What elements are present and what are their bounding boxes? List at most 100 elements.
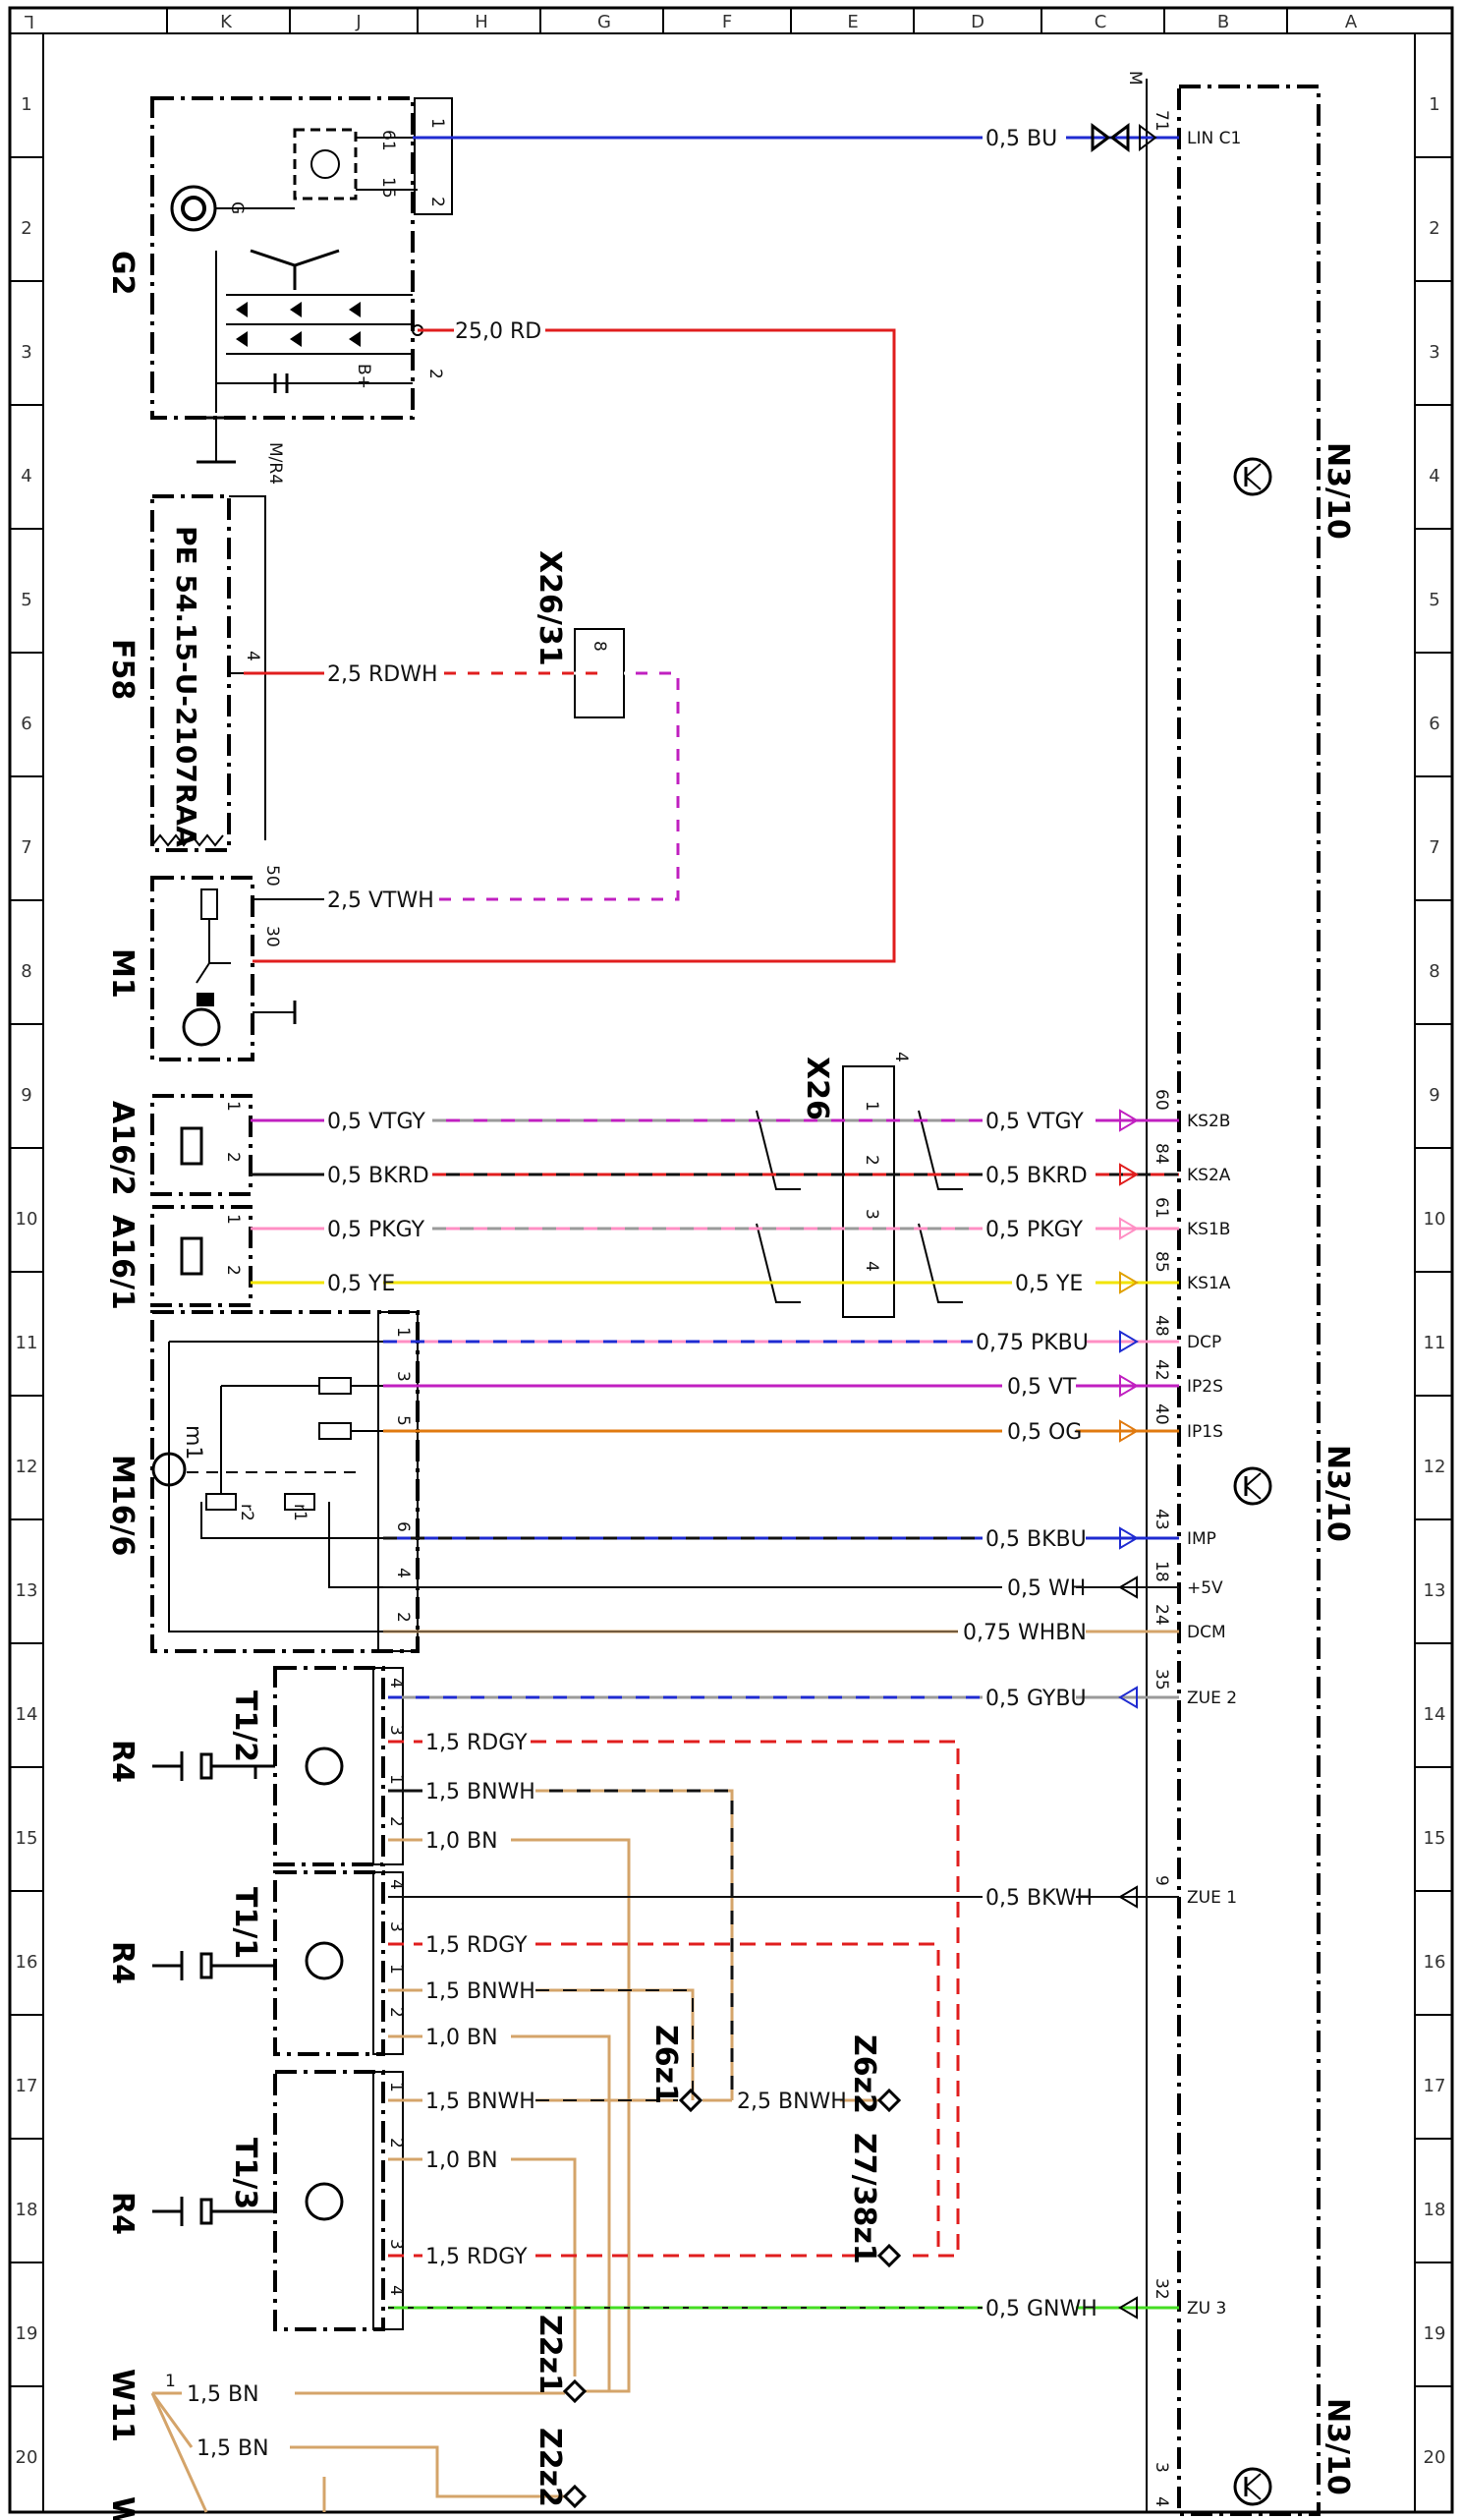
pin-imp: IMP bbox=[1187, 1529, 1216, 1549]
svg-text:1: 1 bbox=[393, 1327, 413, 1338]
wire-t11-bn bbox=[388, 2034, 611, 2393]
g2-label: G2 bbox=[105, 251, 140, 296]
wire-label-t12-bn: 1,0 BN bbox=[425, 1829, 498, 1854]
svg-text:1: 1 bbox=[862, 1101, 881, 1112]
pin-zu3: ZU 3 bbox=[1187, 2299, 1226, 2319]
svg-text:4: 4 bbox=[386, 2285, 406, 2296]
wire-t12-bnwh bbox=[388, 1789, 734, 2100]
grid-row-10-right: 10 bbox=[1424, 1209, 1446, 1230]
wire-label-t12-bnwh: 1,5 BNWH bbox=[425, 1780, 535, 1804]
pin-ip2s: IP2S bbox=[1187, 1377, 1223, 1397]
wire-t12-rdgy bbox=[388, 1740, 960, 2258]
starter-motor-icon bbox=[182, 1007, 221, 1047]
wire-lin bbox=[413, 123, 1179, 152]
wire-ks2a bbox=[251, 1163, 1179, 1186]
grid-col-B: B bbox=[1217, 12, 1229, 32]
z6z2-label: Z6z2 bbox=[847, 2034, 881, 2114]
ecu-transistor-icon-2 bbox=[1233, 1466, 1272, 1506]
connector-x26: X26 4 1 2 3 4 bbox=[756, 1052, 963, 1318]
svg-text:85: 85 bbox=[1152, 1251, 1171, 1273]
grid-row-3-left: 3 bbox=[21, 342, 31, 363]
r4-label-2: R4 bbox=[105, 1941, 140, 1984]
grid-col-E: E bbox=[847, 12, 858, 32]
svg-text:4: 4 bbox=[243, 651, 262, 661]
wire-label-t13-bnwh: 1,5 BNWH bbox=[425, 2090, 535, 2114]
grid-row-20-left: 20 bbox=[16, 2447, 38, 2468]
grid-row-17-right: 17 bbox=[1424, 2076, 1446, 2096]
row-grid: 1 2 3 4 5 6 7 8 9 10 11 12 13 14 15 16 1… bbox=[10, 94, 1452, 2468]
grid-row-18-right: 18 bbox=[1424, 2200, 1446, 2220]
svg-text:4: 4 bbox=[393, 1568, 413, 1578]
grid-col-A: A bbox=[1345, 12, 1358, 32]
wire-label-ks1a-right: 0,5 YE bbox=[1015, 1272, 1083, 1296]
grid-row-11-left: 11 bbox=[16, 1333, 38, 1353]
svg-text:m1: m1 bbox=[181, 1425, 205, 1460]
splice-z6z2: Z6z2 bbox=[847, 2034, 902, 2114]
knock-sensor-a16-1: A16/1 1 2 bbox=[105, 1205, 253, 1310]
g2-indicator-icon bbox=[170, 185, 217, 232]
pin-dcp: DCP bbox=[1187, 1333, 1221, 1352]
grid-row-7-left: 7 bbox=[21, 837, 31, 858]
svg-text:18: 18 bbox=[1152, 1561, 1171, 1582]
wire-w11-bn bbox=[150, 2391, 565, 2513]
svg-text:43: 43 bbox=[1152, 1509, 1171, 1530]
alternator-g2: G2 G 61 15 1 2 B+ 2 M/R4 bbox=[105, 96, 453, 485]
pin-ks2b: KS2B bbox=[1187, 1112, 1230, 1131]
wire-zue1 bbox=[388, 1885, 1179, 1909]
svg-text:9: 9 bbox=[1152, 1875, 1171, 1886]
grid-row-8-left: 8 bbox=[21, 961, 31, 982]
throttle-actuator-m16-6: M16/6 m1 r2 r1 1 3 5 6 4 2 bbox=[105, 1310, 420, 1653]
grid-col-D: D bbox=[971, 12, 984, 32]
z2z1-label: Z2z1 bbox=[533, 2315, 567, 2394]
svg-text:71: 71 bbox=[1152, 110, 1171, 132]
grid-row-14-right: 14 bbox=[1424, 1704, 1446, 1725]
wire-ks1b bbox=[251, 1217, 1179, 1240]
wire-label-dcp: 0,75 PKBU bbox=[976, 1331, 1089, 1355]
wire-label-ip1s: 0,5 OG bbox=[1007, 1420, 1082, 1445]
wire-label-zu3: 0,5 GNWH bbox=[985, 2297, 1097, 2321]
grid-row-10-left: 10 bbox=[16, 1209, 38, 1230]
ecu-label-1: N3/10 bbox=[1321, 442, 1355, 540]
grid-row-6-right: 6 bbox=[1429, 714, 1439, 734]
svg-text:3: 3 bbox=[1152, 2462, 1171, 2473]
grid-row-13-right: 13 bbox=[1424, 1580, 1446, 1601]
m1-label: M1 bbox=[105, 948, 140, 999]
svg-text:84: 84 bbox=[1152, 1143, 1171, 1165]
svg-text:B+: B+ bbox=[354, 364, 373, 389]
a16-1-label: A16/1 bbox=[105, 1215, 140, 1310]
wire-t13-bn bbox=[388, 2157, 577, 2377]
grid-row-5-left: 5 bbox=[21, 590, 31, 610]
wire-labels: 0,5 BU 25,0 RD 2,5 RDWH 2,5 VTWH 0,5 VTG… bbox=[187, 127, 1097, 2461]
ecu-label-3: N3/10 bbox=[1321, 2398, 1355, 2495]
wire-label-t11-bn: 1,0 BN bbox=[425, 2026, 498, 2050]
grid-row-5-right: 5 bbox=[1429, 590, 1439, 610]
wire-label-zue2: 0,5 GYBU bbox=[985, 1687, 1087, 1711]
svg-text:2: 2 bbox=[386, 2007, 406, 2018]
wire-label-t13-rdgy: 1,5 RDGY bbox=[425, 2245, 528, 2269]
wire-ks1a bbox=[251, 1271, 1179, 1294]
grid-row-15-left: 15 bbox=[16, 1828, 38, 1849]
svg-text:40: 40 bbox=[1152, 1403, 1171, 1425]
svg-text:2: 2 bbox=[386, 2138, 406, 2148]
svg-text:1: 1 bbox=[223, 1214, 243, 1225]
svg-text:1: 1 bbox=[386, 2082, 406, 2092]
z2z2-label: Z2z2 bbox=[533, 2428, 567, 2507]
ecu-transistor-icon-1 bbox=[1233, 457, 1272, 496]
pin-zue2: ZUE 2 bbox=[1187, 1689, 1237, 1708]
wire-ip1s bbox=[383, 1419, 1179, 1443]
splice-z2z2: Z2z2 bbox=[533, 2428, 588, 2509]
wire-t11-bnwh bbox=[388, 1988, 695, 2100]
grid-row-1-left: 1 bbox=[21, 94, 31, 115]
a16-2-label: A16/2 bbox=[105, 1101, 140, 1196]
wire-label-ks1a-left: 0,5 YE bbox=[327, 1272, 395, 1296]
wire-label-dcm: 0,75 WHBN bbox=[963, 1621, 1087, 1645]
svg-text:r1: r1 bbox=[290, 1504, 309, 1521]
splice-z2z1: Z2z1 bbox=[533, 2315, 588, 2404]
f58-label: F58 bbox=[105, 639, 140, 700]
svg-text:1: 1 bbox=[386, 1964, 406, 1975]
grid-row-4-left: 4 bbox=[21, 466, 31, 487]
svg-text:15: 15 bbox=[378, 177, 398, 199]
wire-zue2 bbox=[388, 1686, 1179, 1709]
wire-label-t11-bnwh: 1,5 BNWH bbox=[425, 1979, 535, 2004]
